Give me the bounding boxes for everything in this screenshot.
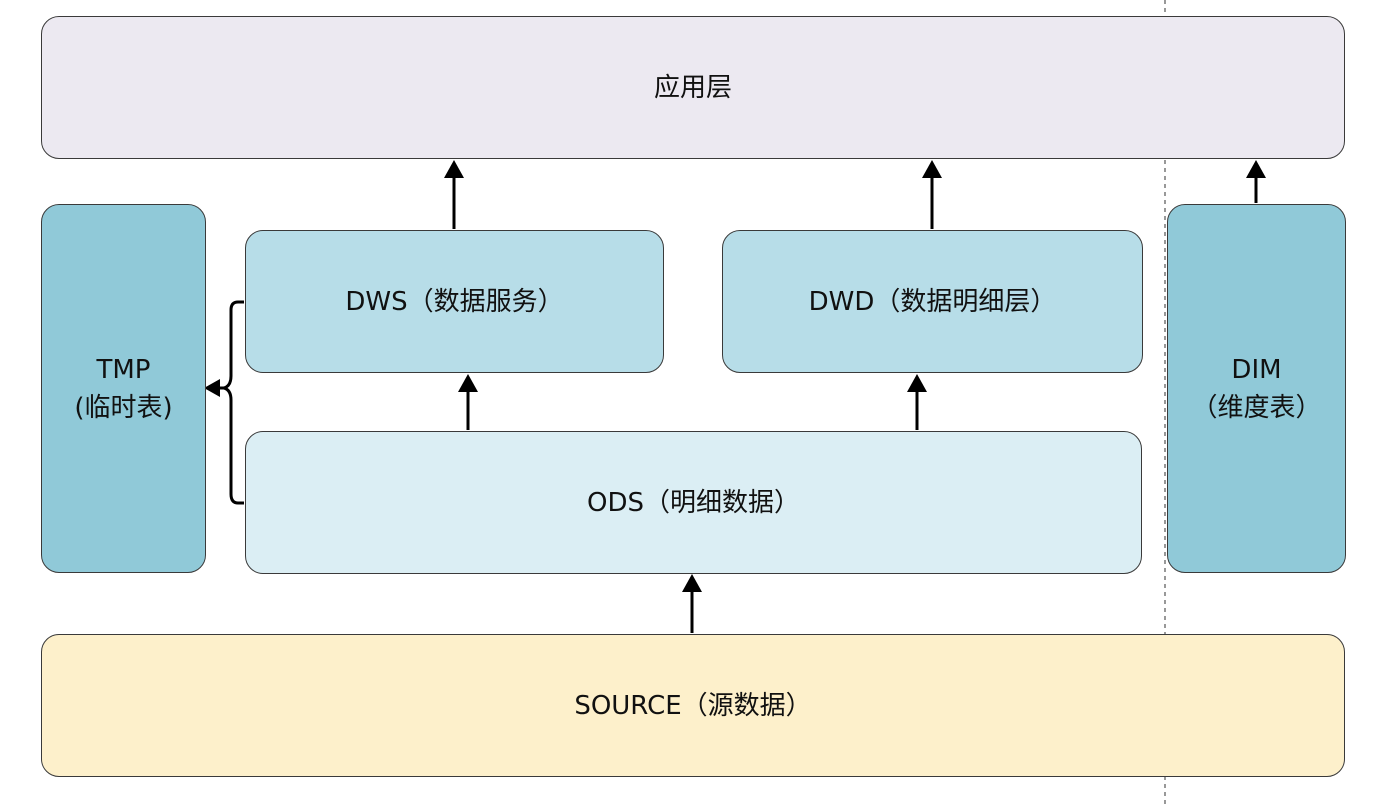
brace-dws-ods-to-tmp — [204, 300, 244, 505]
arrow-source-to-ods — [682, 574, 702, 633]
dwd-layer-box: DWD（数据明细层） — [722, 230, 1143, 373]
dim-layer-label-line1: DIM — [1231, 354, 1282, 385]
app-layer-box: 应用层 — [41, 16, 1345, 159]
arrow-ods-to-dws — [458, 374, 478, 430]
ods-layer-box: ODS（明细数据） — [245, 431, 1142, 574]
dim-layer-box: DIM （维度表） — [1167, 204, 1346, 573]
tmp-layer-box: TMP (临时表) — [41, 204, 206, 573]
app-layer-label: 应用层 — [653, 72, 732, 103]
tmp-layer-label-line2: (临时表) — [74, 392, 173, 423]
dws-layer-box: DWS（数据服务） — [245, 230, 664, 373]
dwd-layer-label: DWD（数据明细层） — [808, 286, 1057, 317]
source-layer-label: SOURCE（源数据） — [574, 690, 812, 721]
dim-layer-label-line2: （维度表） — [1191, 392, 1322, 423]
tmp-layer-label-line1: TMP — [96, 354, 151, 385]
arrow-dws-to-app — [444, 160, 464, 229]
ods-layer-label: ODS（明细数据） — [587, 487, 800, 518]
arrow-ods-to-dwd — [907, 374, 927, 430]
arrow-dim-to-app — [1246, 160, 1266, 203]
dws-layer-label: DWS（数据服务） — [345, 286, 564, 317]
source-layer-box: SOURCE（源数据） — [41, 634, 1345, 777]
arrow-dwd-to-app — [922, 160, 942, 229]
